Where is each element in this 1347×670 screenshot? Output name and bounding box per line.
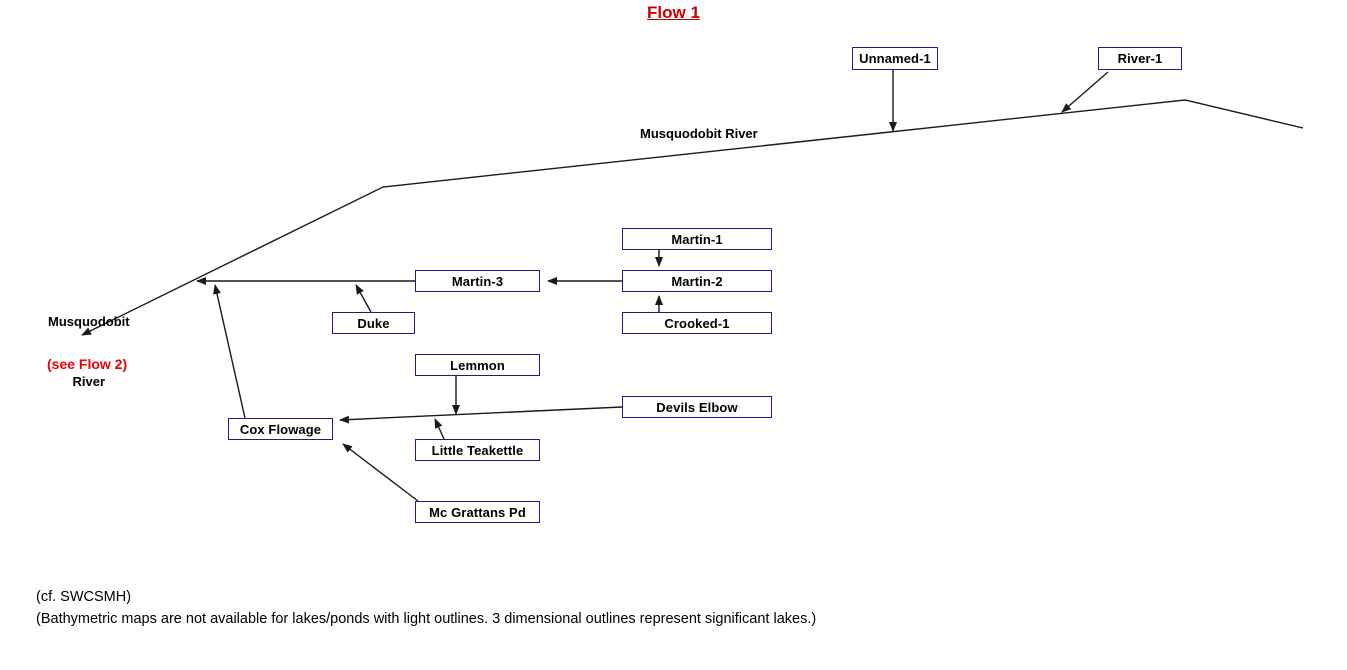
node-martin-3[interactable]: Martin-3 bbox=[415, 270, 540, 292]
node-little-teakettle[interactable]: Little Teakettle bbox=[415, 439, 540, 461]
node-martin-1[interactable]: Martin-1 bbox=[622, 228, 772, 250]
node-cox-flowage[interactable]: Cox Flowage bbox=[228, 418, 333, 440]
footnotes: (cf. SWCSMH) (Bathymetric maps are not av… bbox=[36, 586, 816, 630]
node-martin-2[interactable]: Martin-2 bbox=[622, 270, 772, 292]
footnote-line: (Bathymetric maps are not available for … bbox=[36, 611, 817, 627]
node-crooked-1[interactable]: Crooked-1 bbox=[622, 312, 772, 334]
node-devils-elbow[interactable]: Devils Elbow bbox=[622, 396, 772, 418]
node-mc-grattans-pd[interactable]: Mc Grattans Pd bbox=[415, 501, 540, 523]
river-label-left-line2: River bbox=[72, 374, 106, 389]
connector-littleteakettle-to-devilselbow-line bbox=[434, 418, 445, 440]
node-duke[interactable]: Duke bbox=[332, 312, 415, 334]
node-lemmon[interactable]: Lemmon bbox=[415, 354, 540, 376]
musquodobit-river-main-line bbox=[81, 99, 1304, 336]
connector-river1-to-river bbox=[1061, 71, 1109, 113]
connector-devilselbow-to-coxflowage bbox=[339, 406, 623, 424]
see-flow-2-note: (see Flow 2) bbox=[47, 356, 128, 372]
connector-coxflowage-to-trunk bbox=[213, 284, 246, 419]
node-river-1[interactable]: River-1 bbox=[1098, 47, 1182, 70]
river-label-left: Musquodobit River bbox=[48, 272, 130, 432]
connector-duke-to-trunk bbox=[355, 284, 372, 313]
footnote-line: (cf. SWCSMH) bbox=[36, 589, 132, 605]
river-label-main: Musquodobit River bbox=[640, 126, 758, 141]
river-label-left-line1: Musquodobit bbox=[48, 314, 130, 329]
connector-mcgrattanspd-to-coxflowage bbox=[342, 443, 419, 502]
page-title: Flow 1 bbox=[647, 3, 700, 22]
node-unnamed-1[interactable]: Unnamed-1 bbox=[852, 47, 938, 70]
